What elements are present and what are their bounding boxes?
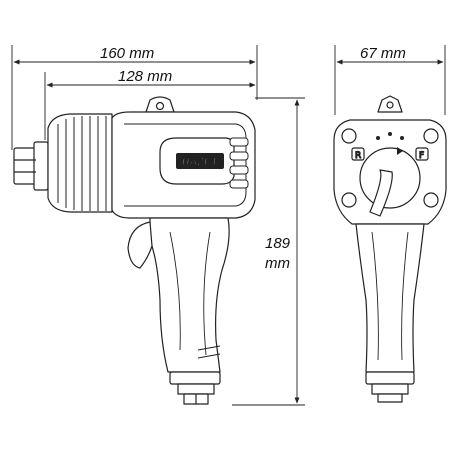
screw-top-left	[341, 128, 357, 144]
width-label: 67 mm	[360, 45, 406, 62]
rear-vents	[229, 137, 249, 189]
screw-top-right	[423, 128, 439, 144]
rear-view-impact-wrench: R F	[333, 95, 447, 403]
dimension-width	[334, 45, 446, 115]
rear-hanging-eyelet	[377, 95, 403, 113]
screw-bottom-right	[423, 192, 439, 208]
hammer-case	[47, 113, 113, 213]
hanging-eyelet	[145, 96, 175, 113]
square-drive-anvil	[13, 141, 49, 191]
side-view-impact-wrench: HAZET	[13, 96, 256, 405]
rear-grip	[355, 223, 425, 373]
screw-bottom-left	[341, 192, 357, 208]
direction-switch-lever	[369, 169, 393, 217]
body-length-label: 128 mm	[118, 68, 172, 85]
overall-length-label: 160 mm	[100, 45, 154, 62]
height-value-label: 189	[265, 235, 291, 252]
switch-label-r: R	[355, 151, 361, 161]
dimension-overall-length	[11, 45, 258, 150]
dimension-body-length	[44, 72, 256, 140]
trigger	[127, 221, 153, 269]
pistol-grip	[149, 217, 230, 373]
air-inlet-fitting	[169, 371, 221, 405]
height-unit-label: mm	[265, 255, 290, 272]
dimension-height	[232, 97, 305, 406]
hazet-logo-text: HAZET	[182, 157, 218, 168]
switch-label-f: F	[419, 151, 424, 161]
rear-air-inlet-fitting	[365, 371, 415, 403]
